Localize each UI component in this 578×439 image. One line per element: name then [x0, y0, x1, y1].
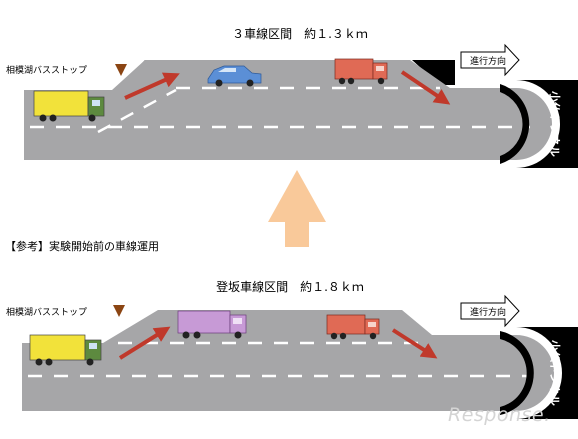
bottom-diagram: 登坂車線区間 約１.８ｋｍ 小仏トンネル 進行方向 相模湖バスストップ — [6, 279, 578, 419]
bottom-tunnel-label: 小仏トンネル — [548, 339, 562, 406]
top-yellow-truck-icon — [33, 90, 105, 122]
top-red-truck-icon — [334, 58, 388, 85]
bottom-purple-truck-icon — [177, 310, 247, 339]
comparison-up-arrow — [268, 170, 326, 247]
top-tunnel: 小仏トンネル — [500, 80, 578, 168]
bottom-merge-arrow-right — [391, 328, 438, 359]
bottom-merge-arrow-left — [118, 326, 171, 360]
bottom-red-truck-icon — [326, 314, 380, 340]
top-diagram: ３車線区間 約１.３ｋｍ 小仏トンネル 進行方向 相模湖バスストップ — [6, 26, 578, 168]
bottom-bus-stop-label: 相模湖バスストップ — [6, 306, 87, 318]
top-bus-stop-label: 相模湖バスストップ — [6, 64, 87, 76]
bottom-direction-arrow: 進行方向 — [460, 294, 520, 328]
bottom-yellow-truck-icon — [29, 334, 102, 366]
top-tunnel-label: 小仏トンネル — [548, 90, 562, 157]
top-direction-label: 進行方向 — [470, 55, 506, 67]
top-direction-arrow: 進行方向 — [460, 43, 520, 77]
top-blue-car-icon — [207, 65, 262, 87]
bottom-section-label: 登坂車線区間 約１.８ｋｍ — [216, 279, 364, 294]
top-merge-arrow-right — [400, 70, 451, 105]
bottom-road — [22, 310, 554, 411]
top-section-label: ３車線区間 約１.３ｋｍ — [232, 26, 368, 41]
response-watermark: Response. — [448, 404, 551, 426]
bottom-lane-dashes — [28, 341, 532, 378]
bottom-tunnel: 小仏トンネル — [500, 327, 578, 419]
top-merge-arrow-left — [124, 72, 180, 100]
top-shoulder-right — [412, 60, 455, 85]
top-lane-dashes — [30, 86, 530, 134]
bottom-direction-label: 進行方向 — [470, 306, 506, 318]
bottom-bus-stop-marker-icon — [113, 305, 125, 317]
top-bus-stop-marker-icon — [115, 64, 127, 76]
reference-note: 【参考】実験開始前の車線運用 — [5, 240, 159, 253]
